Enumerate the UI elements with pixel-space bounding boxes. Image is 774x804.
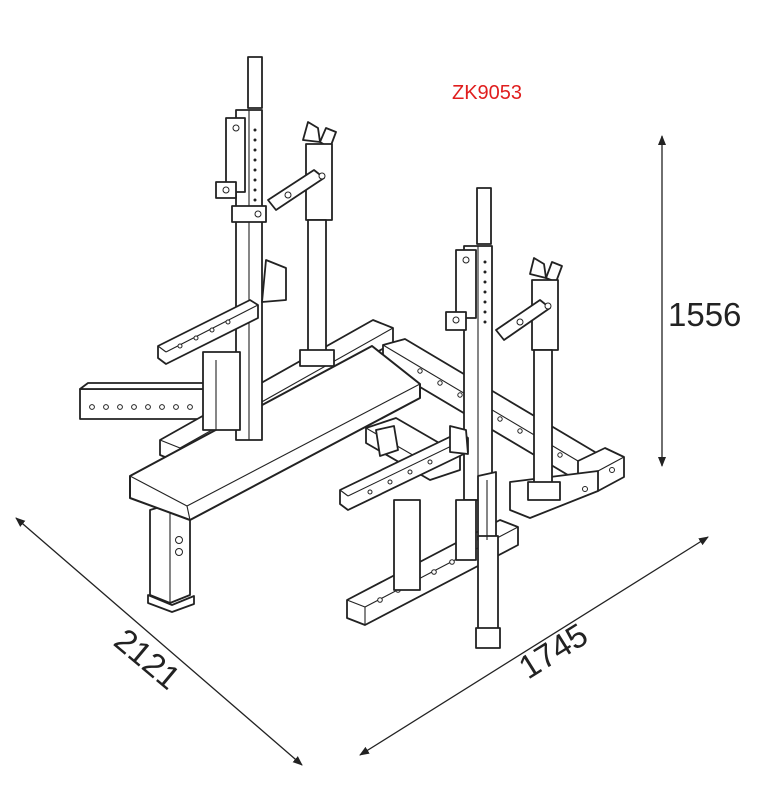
bench [129,345,421,613]
front-sleeve [475,471,501,649]
right-spotter-post [495,257,563,501]
width-dimension-line [359,536,709,756]
width-dimension-label: 1745 [512,616,594,686]
height-dimension-label: 1556 [668,296,741,333]
right-upright [339,187,493,591]
left-spotter-post [267,121,337,367]
model-code: ZK9053 [452,82,522,104]
length-dimension-line [15,517,303,766]
left-upright [157,56,287,441]
